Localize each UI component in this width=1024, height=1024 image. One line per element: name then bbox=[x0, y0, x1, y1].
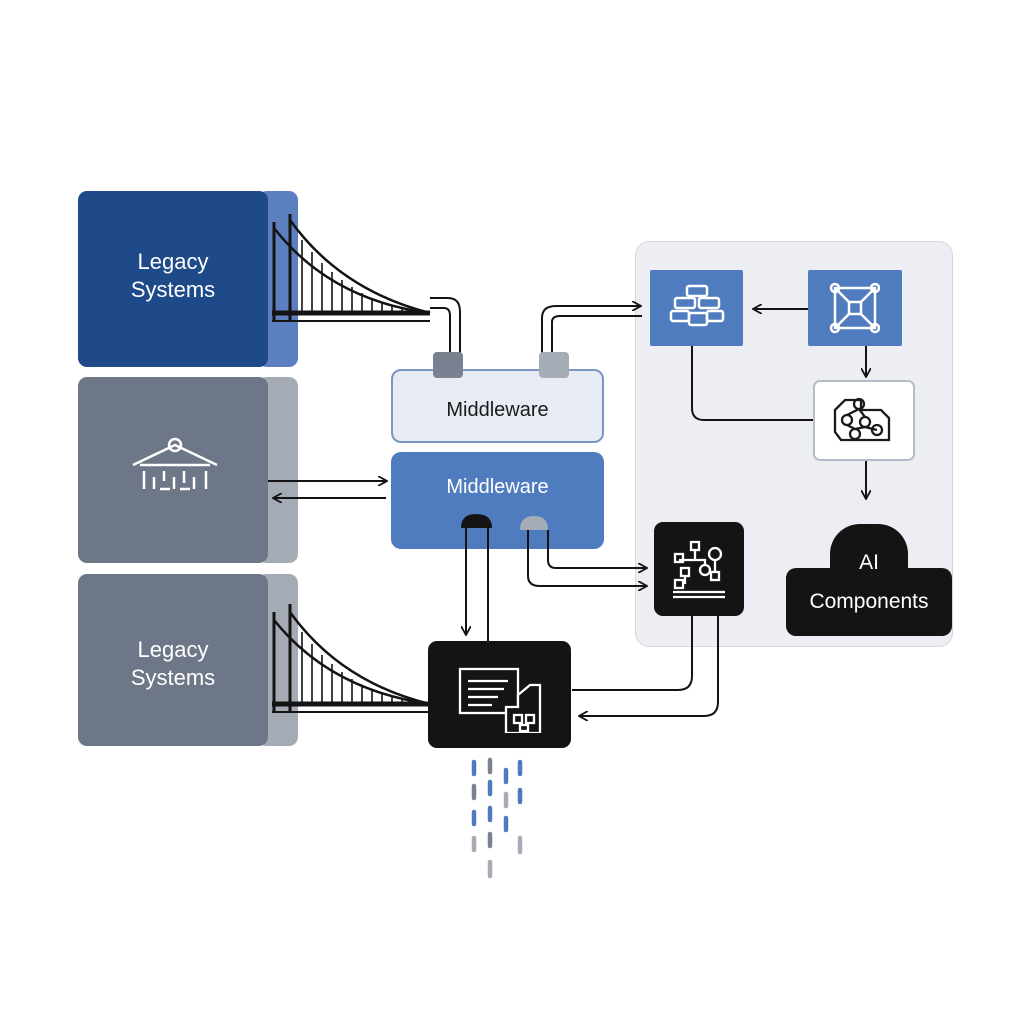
graph-node bbox=[813, 380, 915, 461]
legacy-bottom-line1: Legacy bbox=[137, 637, 209, 662]
port-right bbox=[539, 352, 569, 378]
ai-label-line2: Components bbox=[809, 590, 929, 613]
line-middleware-integration bbox=[547, 530, 646, 568]
workflow-node bbox=[650, 270, 743, 346]
port-gray bbox=[520, 516, 548, 530]
graph-icon bbox=[833, 397, 891, 442]
legacy-bottom-line2: Systems bbox=[130, 665, 216, 690]
data-center-block bbox=[78, 377, 268, 563]
middleware-bottom-label: Middleware bbox=[446, 476, 549, 498]
ai-label-line1: AI bbox=[859, 551, 879, 574]
data-node bbox=[428, 641, 571, 748]
pipe-left bbox=[430, 297, 461, 356]
line-workflow-graph bbox=[691, 346, 813, 421]
line-integration-data bbox=[572, 616, 693, 691]
data-stream bbox=[471, 757, 523, 879]
port-dark bbox=[461, 514, 492, 528]
bridge-top-icon bbox=[272, 214, 431, 322]
tree-icon bbox=[673, 540, 725, 599]
ai-components-block: AI Components bbox=[786, 524, 952, 636]
network-icon bbox=[829, 282, 881, 334]
port-left bbox=[433, 352, 463, 378]
legacy-top-line2: Systems bbox=[130, 277, 216, 302]
data-center-icon bbox=[132, 437, 218, 491]
document-icon bbox=[458, 667, 542, 733]
legacy-systems-bottom: Legacy Systems bbox=[78, 574, 268, 746]
legacy-systems-top: Legacy Systems bbox=[78, 191, 268, 367]
middleware-bottom: Middleware bbox=[391, 452, 604, 549]
bridge-bottom-icon bbox=[272, 604, 431, 713]
arrow-integration-data bbox=[580, 616, 719, 716]
network-node bbox=[808, 270, 902, 346]
integration-node bbox=[654, 522, 744, 616]
legacy-top-line1: Legacy bbox=[137, 249, 209, 274]
modules-icon bbox=[669, 284, 725, 327]
middleware-top-label: Middleware bbox=[446, 399, 549, 421]
arrow-middleware-integration bbox=[527, 530, 646, 586]
middleware-top: Middleware bbox=[391, 369, 604, 443]
pipe-right bbox=[541, 306, 642, 356]
